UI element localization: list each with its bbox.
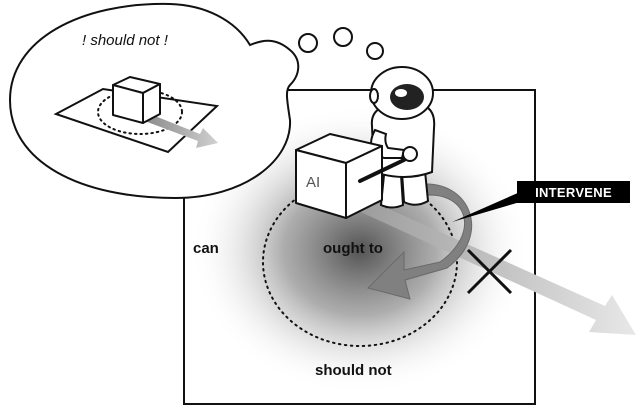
label-ought-to: ought to <box>323 240 383 257</box>
thought-dot-3 <box>366 42 384 60</box>
mini-arrow <box>142 112 218 148</box>
label-can: can <box>193 240 219 257</box>
robot-visor-highlight <box>395 89 407 97</box>
thought-dot-2 <box>333 27 353 47</box>
label-should-not: should not <box>315 362 392 379</box>
control-rod <box>358 158 406 183</box>
robot-left-leg <box>379 174 405 209</box>
robot-right-leg <box>400 169 430 206</box>
robot-visor <box>390 84 424 110</box>
ai-cube-side <box>345 145 383 219</box>
redirect-arrow <box>367 183 473 300</box>
thought-dot-1 <box>298 33 318 53</box>
prohibited-x-mark-2 <box>466 248 513 295</box>
mini-cube-side <box>142 83 161 124</box>
robot-hand <box>402 146 418 162</box>
robot-ear <box>369 88 379 104</box>
ai-cube-label: AI <box>306 174 321 191</box>
thought-text: ! should not ! <box>82 32 168 49</box>
intervene-callout: INTERVENE <box>517 181 630 203</box>
robot <box>369 66 436 209</box>
ought-to-halo <box>190 105 530 395</box>
callout-pointer <box>452 192 520 222</box>
